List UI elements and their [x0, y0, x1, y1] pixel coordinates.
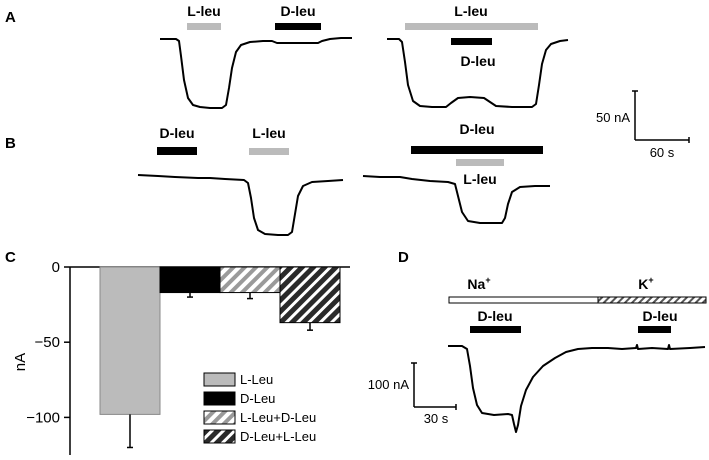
panel-b-left: D-leu L-leu: [137, 125, 344, 236]
l-leu-bar: [187, 23, 221, 30]
scale-bar-ab: 50 nA 60 s: [596, 90, 690, 160]
legend-label: L-Leu: [240, 372, 273, 387]
l-leu-bar: [249, 148, 289, 155]
legend-label: L-Leu+D-Leu: [240, 410, 316, 425]
d-leu-bar-label: D-leu: [643, 308, 678, 324]
y-tick-label: 0: [52, 259, 60, 276]
current-trace: [387, 38, 569, 108]
y-tick-label: −50: [35, 334, 60, 351]
legend-swatch-l-leu: [203, 372, 236, 387]
d-leu-bar: [451, 38, 492, 45]
k-label: K+: [638, 275, 653, 292]
l-leu-bar-label: L-leu: [187, 3, 220, 19]
na-solution-bar: [448, 296, 599, 304]
panel-a-left: L-leu D-leu: [160, 3, 352, 109]
panel-d: Na+ K+ D-leu D-leu 100 nA 30 s: [368, 275, 707, 433]
current-trace: [448, 344, 706, 433]
d-leu-bar-label: D-leu: [160, 125, 195, 141]
bar-d-leu-l-leu: [279, 266, 341, 324]
d-leu-bar: [157, 147, 197, 155]
current-trace: [362, 175, 550, 224]
scale-vertical-label: 100 nA: [368, 377, 410, 392]
bar-l-leu-d-leu: [219, 266, 281, 294]
legend-swatch-d-leu-l-leu: [203, 429, 236, 444]
d-leu-bar: [275, 23, 321, 30]
bar-d-leu: [159, 266, 221, 294]
l-leu-bar-label: L-leu: [463, 171, 496, 187]
legend-swatch-d-leu: [203, 391, 236, 406]
panel-a-right: L-leu D-leu: [387, 3, 569, 108]
d-leu-bar-label: D-leu: [281, 3, 316, 19]
d-leu-bar: [411, 146, 543, 154]
panel-b-label: B: [5, 135, 16, 152]
scale-vertical-label: 50 nA: [596, 110, 630, 125]
current-trace: [160, 37, 352, 109]
l-leu-bar-label: L-leu: [454, 3, 487, 19]
legend: L-Leu D-Leu L-Leu+D-Leu D-Leu+L-Leu: [203, 372, 316, 444]
panel-d-label: D: [398, 249, 409, 266]
scale-horizontal-label: 60 s: [650, 145, 675, 160]
current-trace: [137, 174, 344, 236]
d-leu-bar-label: D-leu: [460, 121, 495, 137]
l-leu-bar: [405, 23, 538, 30]
k-solution-bar: [597, 296, 707, 304]
y-axis-label: nA: [12, 353, 29, 371]
bar-chart: nA 0 −50 −100 L-Leu D-Leu L-Leu+D-Leu D-Le…: [12, 259, 350, 455]
d-leu-bar-label: D-leu: [461, 53, 496, 69]
d-leu-bar: [638, 326, 671, 333]
d-leu-bar: [470, 326, 521, 333]
legend-label: D-Leu+L-Leu: [240, 429, 316, 444]
panel-b-right: D-leu L-leu: [362, 121, 550, 224]
bar-l-leu: [99, 266, 161, 415]
scale-horizontal-label: 30 s: [424, 411, 449, 426]
legend-swatch-l-leu-d-leu: [203, 410, 236, 425]
l-leu-bar: [456, 159, 504, 166]
l-leu-bar-label: L-leu: [252, 125, 285, 141]
na-label: Na+: [467, 275, 490, 292]
legend-label: D-Leu: [240, 391, 275, 406]
y-tick-label: −100: [26, 409, 60, 426]
panel-a-label: A: [5, 9, 16, 26]
d-leu-bar-label: D-leu: [478, 308, 513, 324]
panel-c-label: C: [5, 249, 16, 266]
